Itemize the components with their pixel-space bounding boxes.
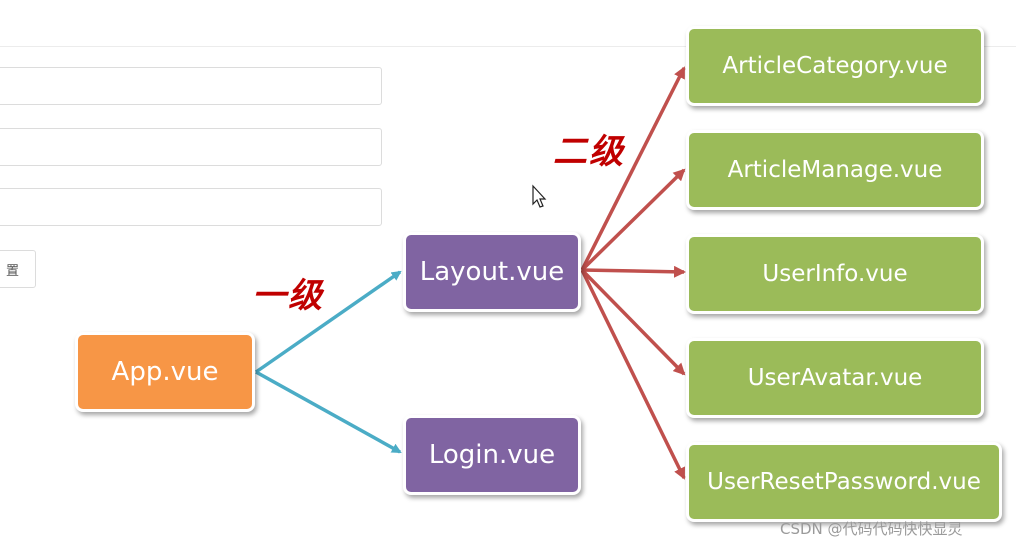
node-login[interactable]: Login.vue [403,415,581,495]
form-input-3[interactable] [0,188,382,226]
node-article-category[interactable]: ArticleCategory.vue [686,26,984,106]
node-article-manage-label: ArticleManage.vue [727,157,943,183]
form-input-2[interactable] [0,128,382,166]
level-one-label: 一级 [252,276,324,316]
mouse-cursor-icon [532,184,547,208]
node-user-reset-password[interactable]: UserResetPassword.vue [686,442,1002,522]
node-layout-label: Layout.vue [419,257,565,287]
edge-layout-user-avatar [580,268,686,376]
reset-button[interactable]: 置 [0,250,36,288]
edge-app-login [255,370,402,454]
node-user-info[interactable]: UserInfo.vue [686,234,984,314]
node-article-category-label: ArticleCategory.vue [722,53,948,79]
node-user-reset-password-label: UserResetPassword.vue [707,469,981,495]
watermark: CSDN @代码代码快快显灵 [780,520,963,538]
edge-layout-article-category [580,66,686,271]
node-user-avatar-label: UserAvatar.vue [747,365,923,391]
node-user-info-label: UserInfo.vue [762,261,908,287]
node-article-manage[interactable]: ArticleManage.vue [686,130,984,210]
node-app[interactable]: App.vue [75,332,255,412]
node-app-label: App.vue [111,357,219,387]
form-input-1[interactable] [0,67,382,105]
node-login-label: Login.vue [428,440,556,470]
node-user-avatar[interactable]: UserAvatar.vue [686,338,984,418]
edge-layout-article-manage [580,168,686,272]
reset-button-label: 置 [5,263,19,279]
page-header-divider [0,46,1016,47]
level-two-label: 二级 [553,132,625,172]
edge-layout-user-reset-password [580,269,686,480]
edge-app-layout [255,270,402,374]
edge-layout-user-info [581,265,686,278]
node-layout[interactable]: Layout.vue [403,232,581,312]
